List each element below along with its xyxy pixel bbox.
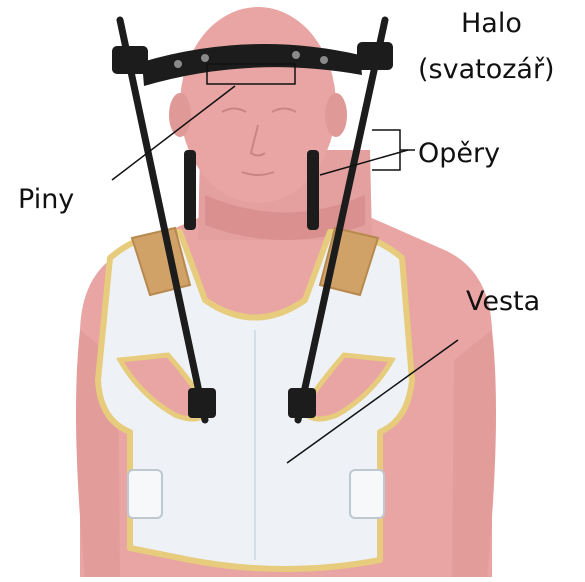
ring-clamp-right — [357, 42, 393, 70]
right-side-buckle — [350, 470, 384, 518]
pin-2 — [201, 54, 209, 62]
right-arm — [452, 330, 496, 577]
pin-1 — [174, 60, 182, 68]
vesta-label: Vesta — [466, 288, 540, 315]
opery-bracket — [372, 130, 400, 170]
halo-label: Halo — [461, 10, 522, 37]
posterior-upright-left — [184, 150, 196, 230]
piny-label: Piny — [18, 186, 74, 213]
left-rod-clamp — [188, 388, 216, 418]
right-ear — [325, 93, 347, 137]
ring-clamp-left — [112, 46, 148, 74]
opery-label: Opěry — [418, 140, 500, 167]
right-rod-clamp — [288, 388, 316, 418]
pin-4 — [320, 56, 328, 64]
halo-label-subtitle: (svatozář) — [418, 56, 555, 83]
pin-3 — [292, 51, 300, 59]
posterior-upright-right — [307, 150, 319, 230]
left-side-buckle — [128, 470, 162, 518]
left-ear — [169, 93, 191, 137]
